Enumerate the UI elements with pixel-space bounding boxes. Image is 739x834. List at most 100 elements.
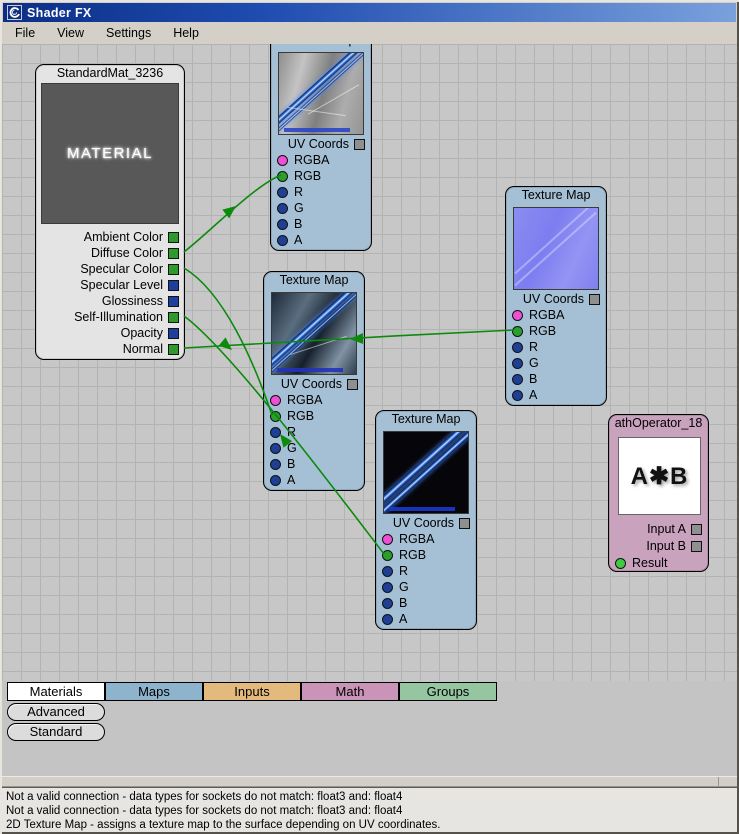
node-title[interactable]: Texture Map <box>391 412 461 426</box>
node-texture-map-right[interactable]: Texture Map UV Coords RGBA RGB R G B A <box>505 186 607 406</box>
socket-rgba[interactable] <box>382 533 393 545</box>
socket-label: B <box>294 217 303 231</box>
menu-file[interactable]: File <box>15 26 36 40</box>
node-title[interactable]: Texture Map <box>271 44 371 50</box>
wire-rgb-to-specular[interactable] <box>183 267 273 416</box>
socket-result[interactable] <box>615 557 626 569</box>
node-title[interactable]: Texture Map <box>279 273 349 287</box>
socket-specular-level[interactable] <box>168 279 179 291</box>
socket-label: RGB <box>529 324 557 338</box>
status-log: Not a valid connection - data types for … <box>2 787 737 832</box>
socket-a[interactable] <box>382 613 393 625</box>
socket-g[interactable] <box>382 581 393 593</box>
faint-stripe <box>514 211 598 287</box>
socket-label: RGBA <box>529 308 565 322</box>
tab-materials[interactable]: Materials <box>7 682 105 701</box>
menu-bar: File View Settings Help <box>3 22 736 44</box>
socket-normal[interactable] <box>168 343 179 355</box>
socket-input-a[interactable] <box>691 523 702 535</box>
node-standard-material[interactable]: StandardMat_3236 MATERIAL Ambient Color … <box>35 64 185 360</box>
advanced-button[interactable]: Advanced <box>7 703 105 721</box>
socket-label: RGBA <box>399 532 435 546</box>
socket-r[interactable] <box>382 565 393 577</box>
tab-math[interactable]: Math <box>301 682 399 701</box>
socket-b[interactable] <box>512 373 523 385</box>
standard-button[interactable]: Standard <box>7 723 105 741</box>
socket-r[interactable] <box>277 186 288 198</box>
socket-g[interactable] <box>277 202 288 214</box>
socket-rgba[interactable] <box>277 154 288 166</box>
socket-g[interactable] <box>512 357 523 369</box>
material-preview: MATERIAL <box>41 83 179 224</box>
node-canvas[interactable]: StandardMat_3236 MATERIAL Ambient Color … <box>2 44 737 681</box>
math-preview: A✱B <box>618 437 701 515</box>
socket-label: G <box>294 201 304 215</box>
socket-opacity[interactable] <box>168 327 179 339</box>
socket-g[interactable] <box>270 442 281 454</box>
status-message: 2D Texture Map - assigns a texture map t… <box>6 819 441 831</box>
wire-rgb-to-diffuse[interactable] <box>183 174 282 253</box>
socket-self-illumination[interactable] <box>168 311 179 323</box>
tab-maps[interactable]: Maps <box>105 682 203 701</box>
node-texture-map-bottom[interactable]: Texture Map UV Coords RGBA RGB R G B A <box>375 410 477 630</box>
menu-view[interactable]: View <box>57 26 85 40</box>
tab-groups[interactable]: Groups <box>399 682 497 701</box>
socket-label: Input B <box>646 539 686 553</box>
socket-input-b[interactable] <box>691 540 702 552</box>
node-title[interactable]: athOperator_18 <box>614 416 703 430</box>
socket-label: Specular Level <box>80 278 163 292</box>
socket-diffuse-color[interactable] <box>168 247 179 259</box>
socket-uv-coords[interactable] <box>354 138 365 150</box>
socket-a[interactable] <box>270 474 281 486</box>
title-bar[interactable]: Shader FX <box>3 3 736 22</box>
socket-b[interactable] <box>382 597 393 609</box>
socket-rgb[interactable] <box>512 325 523 337</box>
socket-b[interactable] <box>270 458 281 470</box>
socket-label: B <box>399 596 408 610</box>
socket-rgb[interactable] <box>270 410 281 422</box>
socket-uv-coords[interactable] <box>347 378 358 390</box>
menu-settings[interactable]: Settings <box>106 26 152 40</box>
node-math-operator[interactable]: athOperator_18 A✱B Input A Input B Resul… <box>608 414 709 572</box>
texture-preview <box>278 52 364 135</box>
socket-uv-coords[interactable] <box>589 293 600 305</box>
socket-rgba[interactable] <box>270 394 281 406</box>
socket-label: Ambient Color <box>83 230 163 244</box>
socket-uv-coords[interactable] <box>459 517 470 529</box>
socket-rgb[interactable] <box>382 549 393 561</box>
preview-blue-bar <box>284 128 350 132</box>
faint-stripe <box>514 208 598 275</box>
node-title[interactable]: Texture Map <box>521 188 591 202</box>
socket-label: A <box>294 233 303 247</box>
socket-b[interactable] <box>277 218 288 230</box>
socket-r[interactable] <box>512 341 523 353</box>
panel-divider-strip <box>2 776 737 787</box>
neon-stripe <box>384 432 468 513</box>
tab-inputs[interactable]: Inputs <box>203 682 301 701</box>
strip-notch <box>718 777 719 786</box>
socket-r[interactable] <box>270 426 281 438</box>
socket-ambient-color[interactable] <box>168 231 179 243</box>
node-texture-map-middle[interactable]: Texture Map UV Coords RGBA RGB R G B A <box>263 271 365 491</box>
wire-arrow <box>222 206 236 219</box>
menu-help[interactable]: Help <box>173 26 199 40</box>
socket-specular-color[interactable] <box>168 263 179 275</box>
socket-label: UV Coords <box>522 292 584 306</box>
socket-a[interactable] <box>277 234 288 246</box>
node-title[interactable]: StandardMat_3236 <box>56 66 164 80</box>
socket-label: A <box>287 473 296 487</box>
neon-stripe <box>272 293 356 374</box>
node-texture-map-top[interactable]: Texture Map UV Coords RGBA RGB R G B A <box>270 44 372 251</box>
socket-rgba[interactable] <box>512 309 523 321</box>
socket-rgb[interactable] <box>277 170 288 182</box>
texture-preview <box>271 292 357 375</box>
material-preview-label: MATERIAL <box>67 145 153 162</box>
socket-glossiness[interactable] <box>168 295 179 307</box>
socket-label: R <box>287 425 297 439</box>
socket-label: B <box>529 372 538 386</box>
socket-label: RGB <box>294 169 322 183</box>
status-message: Not a valid connection - data types for … <box>6 791 403 803</box>
socket-a[interactable] <box>512 389 523 401</box>
socket-label: Glossiness <box>101 294 163 308</box>
